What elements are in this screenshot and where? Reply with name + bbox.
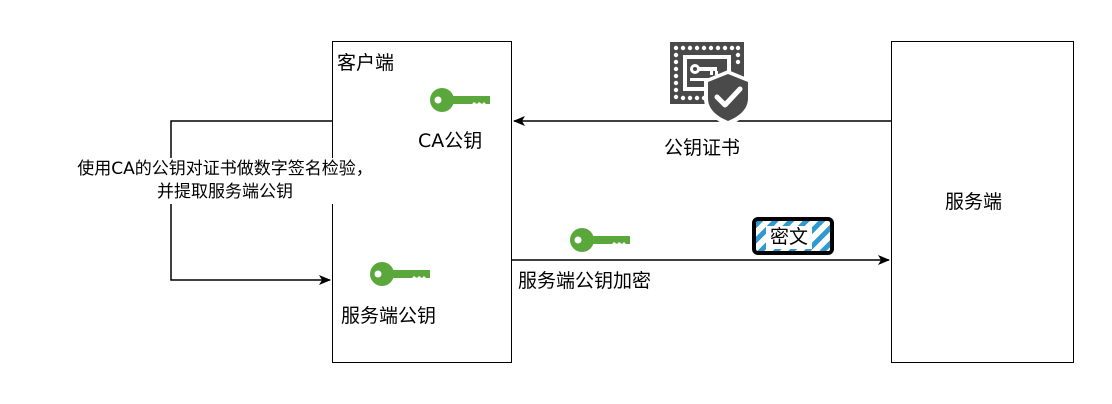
verify-note-line1: 使用CA的公钥对证书做数字签名检验， bbox=[77, 159, 373, 179]
server-pubkey-icon bbox=[370, 262, 430, 286]
certificate-shield-icon bbox=[670, 42, 752, 126]
encrypt-key-icon bbox=[570, 228, 630, 252]
certificate-label: 公钥证书 bbox=[664, 137, 741, 159]
ca-key-icon bbox=[430, 88, 490, 112]
ciphertext-label: 密文 bbox=[766, 226, 813, 249]
verify-note-line2: 并提取服务端公钥 bbox=[157, 181, 293, 202]
client-title: 客户端 bbox=[337, 52, 395, 74]
server-title: 服务端 bbox=[945, 191, 1003, 213]
server-pubkey-label: 服务端公钥 bbox=[341, 305, 437, 327]
server-box bbox=[891, 41, 1074, 363]
encrypt-label: 服务端公钥加密 bbox=[518, 270, 652, 292]
ca-key-label: CA公钥 bbox=[418, 130, 483, 152]
ciphertext-block: 密文 bbox=[752, 217, 834, 255]
verify-note: 使用CA的公钥对证书做数字签名检验， 并提取服务端公钥 bbox=[40, 158, 410, 204]
